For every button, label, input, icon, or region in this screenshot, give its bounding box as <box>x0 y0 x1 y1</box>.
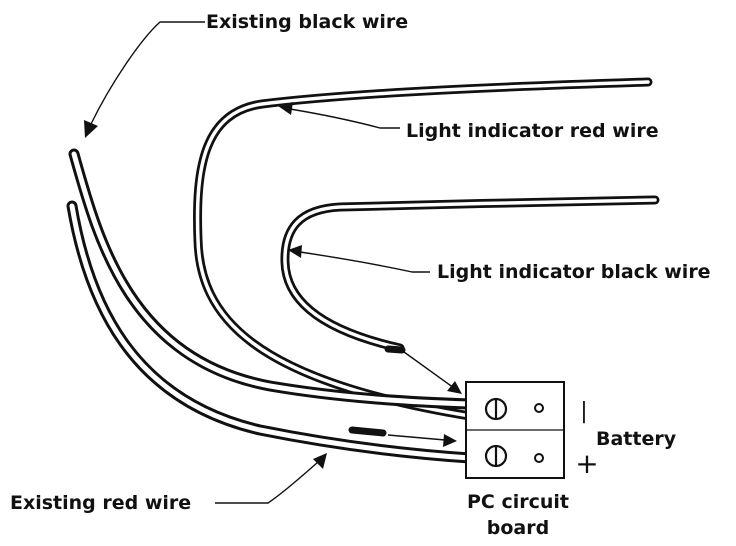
leader-light-indicator-black-wire <box>288 245 430 273</box>
leader-existing-black-wire <box>84 21 205 138</box>
light-indicator-black-wire <box>280 195 660 353</box>
stripped-end-light-black <box>384 345 406 354</box>
light-indicator-red-wire <box>193 77 653 421</box>
label-pc-circuit-board-line2: board <box>487 517 549 539</box>
label-battery: Battery <box>596 428 677 450</box>
stripped-end-light-red <box>348 426 387 437</box>
arrow-light-black-to-terminal <box>403 351 462 394</box>
leader-existing-red-wire <box>215 453 327 504</box>
label-existing-black-wire: Existing black wire <box>206 11 408 33</box>
terminal-hole-bottom <box>534 453 544 463</box>
label-light-indicator-red-wire: Light indicator red wire <box>406 120 659 142</box>
existing-red-wire <box>66 200 476 464</box>
terminal-plus-symbol: + <box>575 447 598 480</box>
terminal-hole-top <box>534 403 544 413</box>
terminal-screw-bottom <box>484 444 508 468</box>
label-light-indicator-black-wire: Light indicator black wire <box>437 261 711 283</box>
terminal-minus-symbol: | <box>580 399 587 424</box>
leader-light-indicator-red-wire <box>278 102 400 129</box>
terminal-screw-top <box>484 397 508 421</box>
arrow-light-red-to-terminal <box>387 434 457 447</box>
label-pc-circuit-board-line1: PC circuit <box>467 491 569 513</box>
existing-black-wire <box>68 148 476 410</box>
label-existing-red-wire: Existing red wire <box>10 492 191 514</box>
pc-circuit-board <box>465 381 565 479</box>
